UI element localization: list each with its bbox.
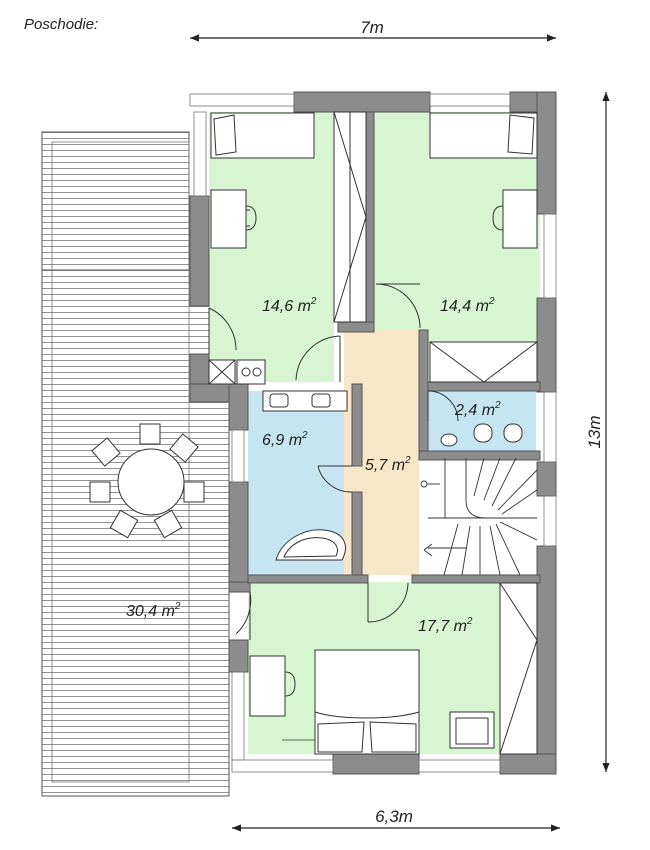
area-label-terrace: 30,4 m2 xyxy=(126,601,181,620)
area-label-bathroom: 6,9 m2 xyxy=(262,430,308,449)
wardrobe-2 xyxy=(429,341,538,383)
dimension-top-label: 7m xyxy=(360,18,384,37)
desk-2 xyxy=(492,189,538,249)
area-label-bedroom-3: 17,7 m2 xyxy=(418,616,473,635)
wardrobe-3 xyxy=(499,582,538,755)
bed-single-1 xyxy=(210,112,315,159)
door-bathroom xyxy=(317,465,353,493)
dimension-bottom: 6,3m xyxy=(232,807,560,832)
walls xyxy=(189,91,557,775)
door-bedroom-2 xyxy=(375,283,421,329)
desk-1 xyxy=(210,189,257,249)
bathroom-fixtures xyxy=(262,390,348,561)
dimension-bottom-label: 6,3m xyxy=(375,807,413,826)
area-label-bedroom-1: 14,6 m2 xyxy=(262,296,317,315)
double-bed xyxy=(314,649,420,755)
dimension-right: 13m xyxy=(585,92,610,772)
area-label-wc: 2,4 m2 xyxy=(454,400,501,419)
dimension-top: 7m xyxy=(190,18,556,42)
armchair xyxy=(449,711,495,749)
area-label-bedroom-2: 14,4 m2 xyxy=(440,296,495,315)
wardrobe-1 xyxy=(333,111,367,323)
door-bedroom-1 xyxy=(208,307,341,382)
desk-3 xyxy=(249,655,296,717)
staircase xyxy=(420,457,538,576)
dimension-right-label: 13m xyxy=(585,415,604,448)
wc-fixtures xyxy=(427,390,523,447)
window-lines xyxy=(189,93,557,773)
dining-set xyxy=(89,423,205,539)
door-bedroom-3 xyxy=(235,582,409,640)
area-label-hallway: 5,7 m2 xyxy=(365,455,411,474)
terrace xyxy=(41,131,230,797)
plan-title: Poschodie: xyxy=(24,16,98,33)
bed-single-2 xyxy=(429,112,538,159)
chimney xyxy=(208,359,266,385)
